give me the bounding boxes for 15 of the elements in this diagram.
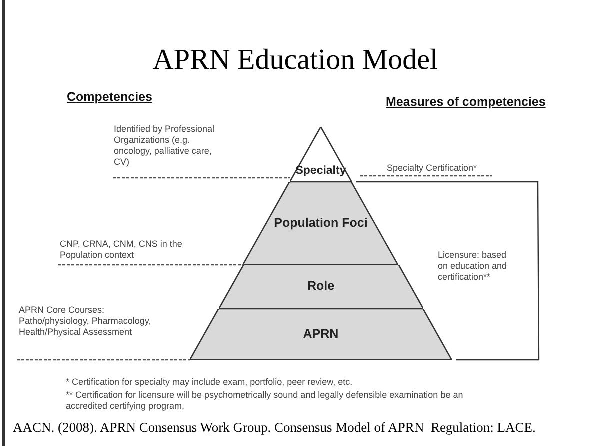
annotation-text: CNP, CRNA, CNM, CNS in the Population context: [60, 239, 184, 261]
column-heading: Measures of competencies: [386, 95, 546, 109]
pyramid-layer: Population Foci: [243, 182, 399, 265]
pyramid-layer: Role: [218, 265, 424, 309]
column-heading: Competencies: [67, 90, 152, 104]
slide-title: APRN Education Model: [152, 44, 440, 77]
footnote: * Certification for specialty may include exam, portfolio, peer review, etc.: [66, 377, 354, 388]
annotation-text: Specialty Certification*: [387, 163, 478, 174]
pyramid-layer: APRN: [190, 309, 452, 360]
footnote: ** Certification for licensure will be psychometrically sound and legally defensible examination be an accredited certifying program,: [66, 390, 464, 412]
annotation-text: Licensure: based on education and certification**: [438, 250, 508, 283]
citation-caption: AACN. (2008). APRN Consensus Work Group. Consensus Model of APRN Regulation: LACE.: [13, 420, 536, 436]
pyramid-layer: Specialty: [290, 127, 352, 182]
annotation-text: APRN Core Courses: Patho/physiology, Pharmacology, Health/Physical Assessment: [19, 305, 152, 338]
annotation-text: Identified by Professional Organizations (e.g. oncology, palliative care, CV): [114, 124, 216, 168]
